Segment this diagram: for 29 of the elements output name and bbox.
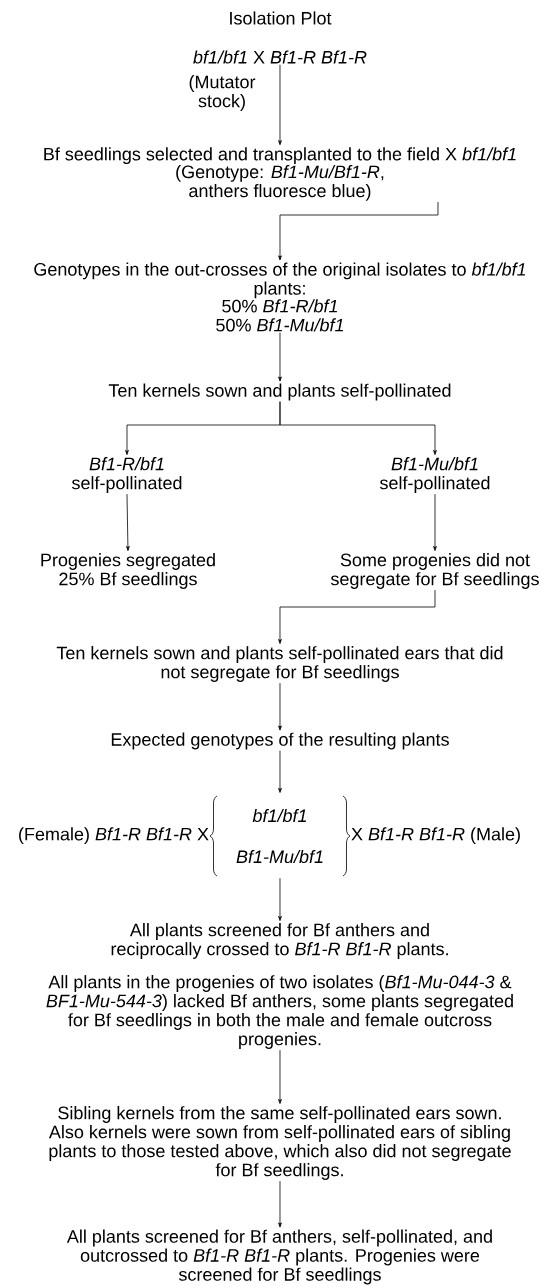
arrow [433, 493, 437, 551]
step-text: All plants in the progenies of two isolates (Bf1-Mu-044-3 & BF1-Mu-544-3) lacked Bf anthers, some plants segregated for Bf seedlings in both the male and female outcross progenies. [46, 975, 513, 1049]
arrow [278, 1049, 282, 1104]
step-text: All plants screened for Bf anthers, self-pollinated, and outcrossed to Bf1-R Bf1-R plants. Progenies were screened for Bf seedlings [66, 1229, 492, 1285]
step-text: Sibling kernels from the same self-pollinated ears sown. Also kernels were sown from self-pollinated ears of sibling plants to those tested above, which also did not segregate for Bf seedlings. [48, 1106, 511, 1180]
step-text: All plants screened for Bf anthers and reciprocally crossed to Bf1-R Bf1-R plants. [111, 923, 448, 959]
heading: Isolation Plot [230, 11, 332, 25]
step-text: Ten kernels sown and plants self-pollinated [108, 383, 451, 401]
step-text: Some progenies did not segregate for Bf seedlings [330, 553, 539, 589]
step-text: Progenies segregated 25% Bf seedlings [41, 553, 215, 589]
step-text: Genotypes in the out-crosses of the original isolates to bf1/bf1 plants: 50% Bf1-R/bf1 50% Bf1-Mu/bf1 [34, 262, 526, 332]
step-text: Bf1-R/bf1 self-pollinated [71, 457, 182, 493]
arrow [278, 589, 436, 644]
arrow [278, 877, 282, 921]
arrow [278, 750, 282, 793]
arrow [278, 332, 282, 382]
note: (Mutator stock) [189, 75, 256, 111]
step-text: Bf seedlings selected and transplanted to the field X bf1/bf1 (Genotype: Bf1-Mu/Bf1-R, anthers fluoresce blue) [44, 147, 516, 201]
arrow [278, 1180, 282, 1228]
step-text: Expected genotypes of the resulting plants [111, 732, 449, 750]
arrow [126, 493, 130, 551]
arrow [278, 64, 282, 146]
arrow [278, 201, 439, 261]
cross-formula: (Female) Bf1-R Bf1-R X bf1/bf1 Bf1-Mu/bf1 X Bf1-R Bf1-R (Male) [19, 795, 520, 877]
step-text: bf1/bf1 X Bf1-R Bf1-R [193, 50, 367, 64]
arrow [278, 682, 282, 731]
arrow [279, 401, 437, 455]
step-text: Bf1-Mu/bf1 self-pollinated [379, 457, 490, 493]
step-text: Ten kernels sown and plants self-pollinated ears that did not segregate for Bf seedlings [56, 646, 503, 682]
